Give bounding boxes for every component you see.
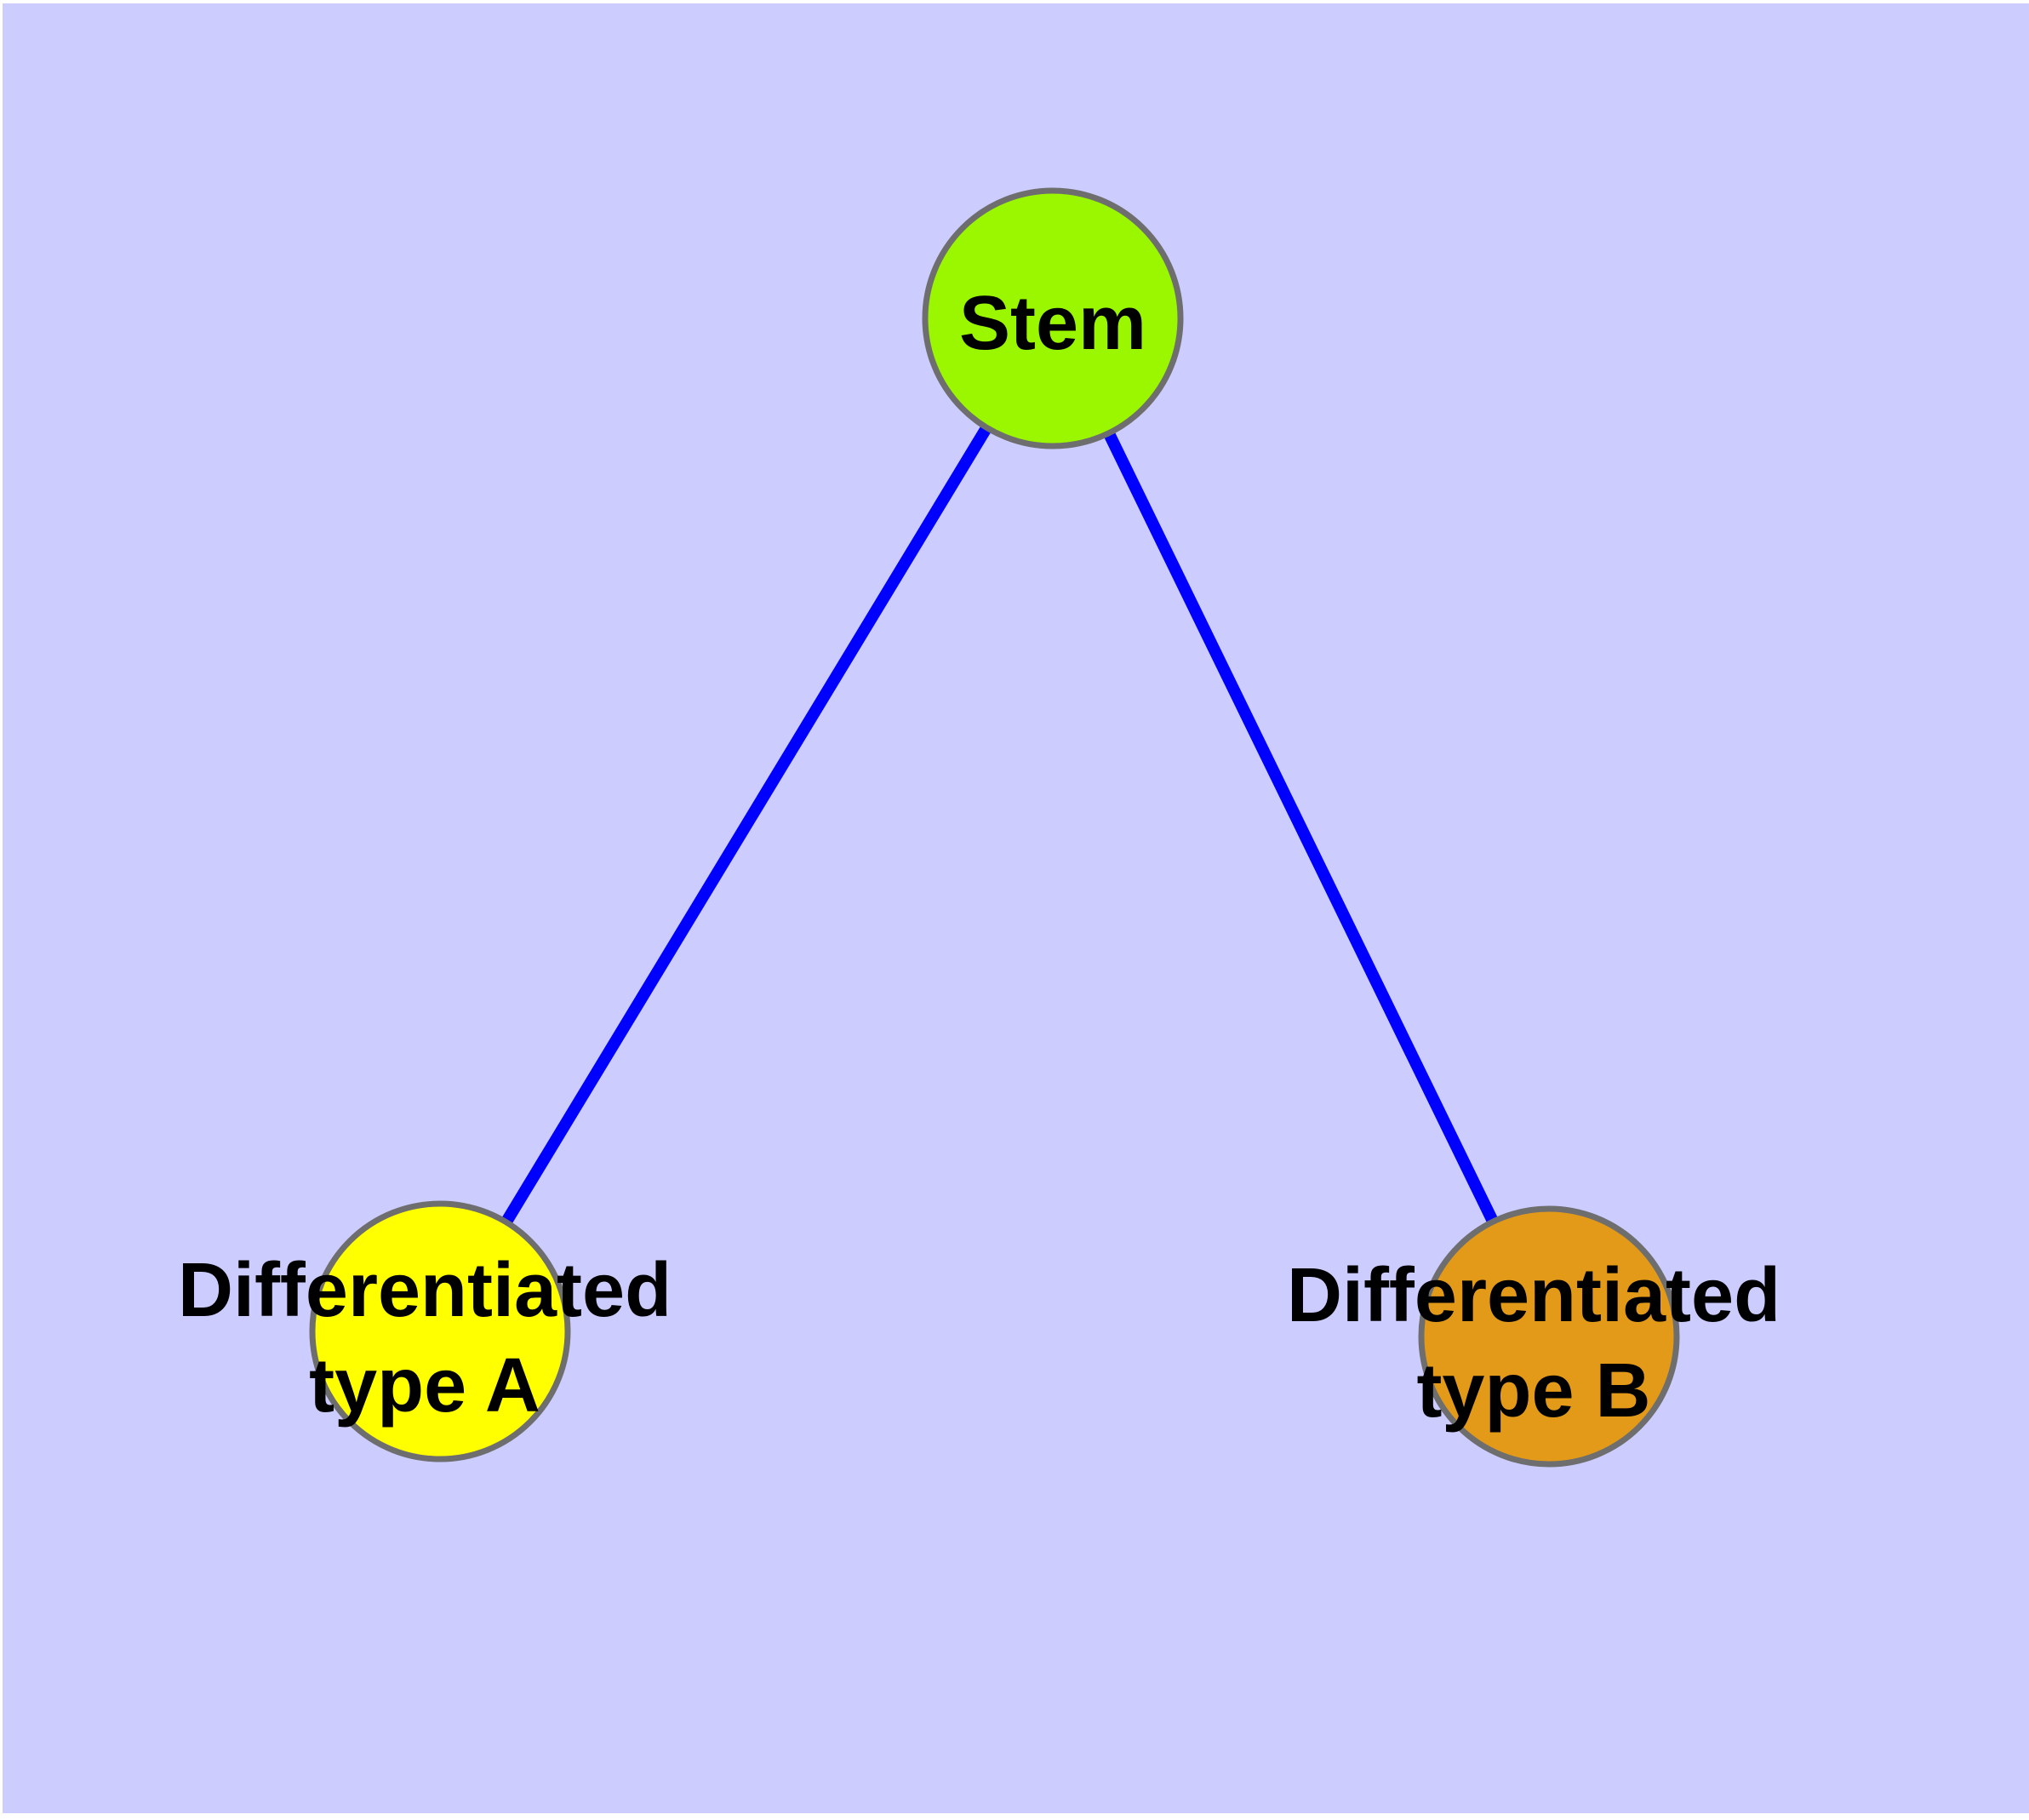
node-differentiated-type-b-label: Differentiated type B (1286, 1253, 1781, 1434)
node-differentiated-type-b (1418, 1205, 1680, 1468)
node-differentiated-type-a (309, 1200, 571, 1462)
edge-stem-to-type-b (1047, 315, 1555, 1340)
edge-stem-to-type-a (435, 315, 1058, 1335)
node-differentiated-type-a-label: Differentiated type A (177, 1248, 672, 1428)
node-stem-label: Stem (958, 281, 1147, 366)
node-stem (922, 187, 1184, 449)
